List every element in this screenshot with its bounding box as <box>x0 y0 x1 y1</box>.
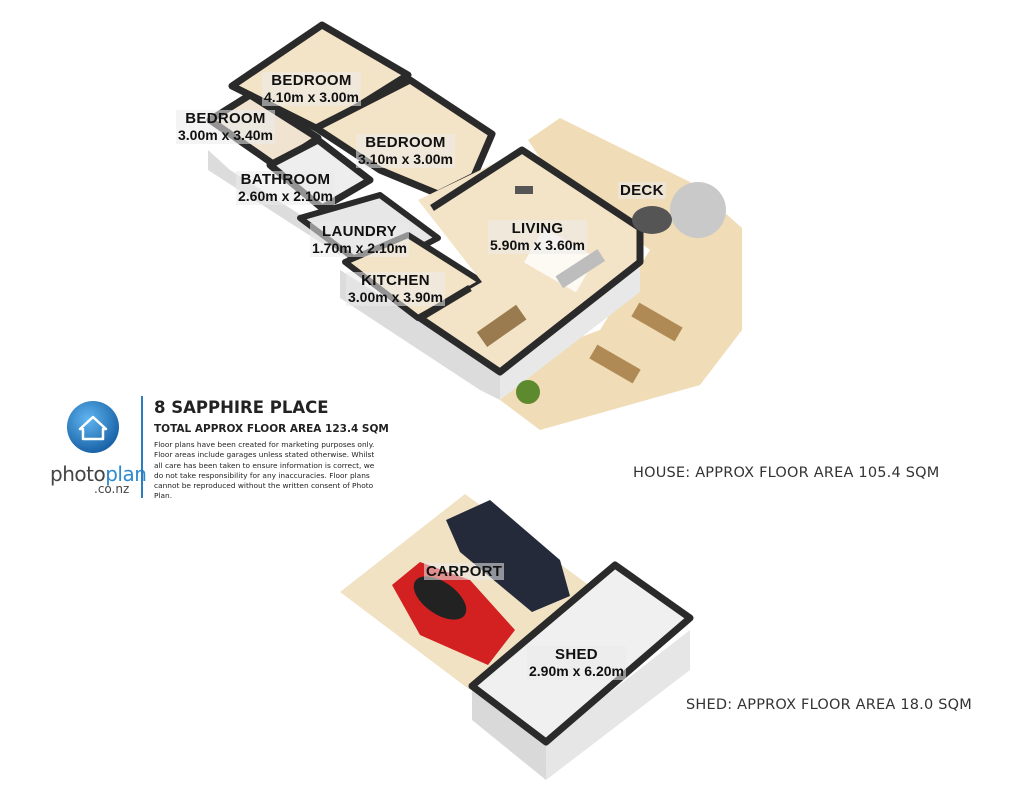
bench <box>589 344 641 384</box>
brand-divider <box>141 396 143 498</box>
deck-table <box>632 206 672 234</box>
room-label-kitchen: KITCHEN 3.00m x 3.90m <box>346 272 445 306</box>
room-label-laundry: LAUNDRY 1.70m x 2.10m <box>310 223 409 257</box>
bench <box>631 302 683 342</box>
black-car <box>446 500 570 612</box>
plant <box>516 380 540 404</box>
shed-wall-front <box>546 630 690 780</box>
sofa <box>555 249 606 289</box>
room-label-bedroom-left: BEDROOM 3.00m x 3.40m <box>176 110 275 144</box>
umbrella <box>670 182 726 238</box>
room-dimensions: 4.10m x 3.00m <box>264 89 359 105</box>
room-name: LAUNDRY <box>322 223 397 240</box>
room-dimensions: 3.00m x 3.40m <box>178 127 273 143</box>
room-label-shed: SHED 2.90m x 6.20m <box>527 646 626 680</box>
total-floor-area: TOTAL APPROX FLOOR AREA 123.4 SQM <box>154 423 389 435</box>
room-name: BEDROOM <box>185 110 266 127</box>
room-name: BEDROOM <box>365 134 446 151</box>
room-dimensions: 3.10m x 3.00m <box>358 151 453 167</box>
house-logo-icon <box>67 401 119 453</box>
room-label-bedroom-top: BEDROOM 4.10m x 3.00m <box>262 72 361 106</box>
tv-unit <box>515 186 533 194</box>
room-dimensions: 2.90m x 6.20m <box>529 663 624 679</box>
shed-area-note: SHED: APPROX FLOOR AREA 18.0 SQM <box>686 697 972 713</box>
shed-wall-side <box>472 686 546 780</box>
room-name: DECK <box>620 182 664 199</box>
house-wall-side <box>208 150 500 400</box>
brand-name-dark: photo <box>50 462 106 486</box>
room-label-living: LIVING 5.90m x 3.60m <box>488 220 587 254</box>
brand-name-blue: plan <box>105 462 147 486</box>
red-car-roof <box>413 576 467 620</box>
room-label-carport: CARPORT <box>424 563 505 580</box>
room-name: SHED <box>555 646 598 663</box>
room-dimensions: 5.90m x 3.60m <box>490 237 585 253</box>
room-label-deck: DECK <box>618 182 666 199</box>
room-dimensions: 3.00m x 3.90m <box>348 289 443 305</box>
living-wall-top <box>416 146 644 376</box>
room-name: BATHROOM <box>240 171 331 188</box>
room-dimensions: 2.60m x 2.10m <box>238 188 333 204</box>
room-name: CARPORT <box>426 563 503 580</box>
room-label-bathroom: BATHROOM 2.60m x 2.10m <box>236 171 335 205</box>
room-name: BEDROOM <box>271 72 352 89</box>
brand-domain: .co.nz <box>94 482 130 496</box>
brand-name: photoplan <box>50 462 147 486</box>
disclaimer-text: Floor plans have been created for market… <box>154 440 375 501</box>
room-name: KITCHEN <box>361 272 430 289</box>
room-dimensions: 1.70m x 2.10m <box>312 240 407 256</box>
room-label-bedroom-mid: BEDROOM 3.10m x 3.00m <box>356 134 455 168</box>
property-address: 8 SAPPHIRE PLACE <box>154 398 329 417</box>
dining-table <box>476 304 527 347</box>
house-area-note: HOUSE: APPROX FLOOR AREA 105.4 SQM <box>633 465 940 481</box>
room-name: LIVING <box>511 220 564 237</box>
